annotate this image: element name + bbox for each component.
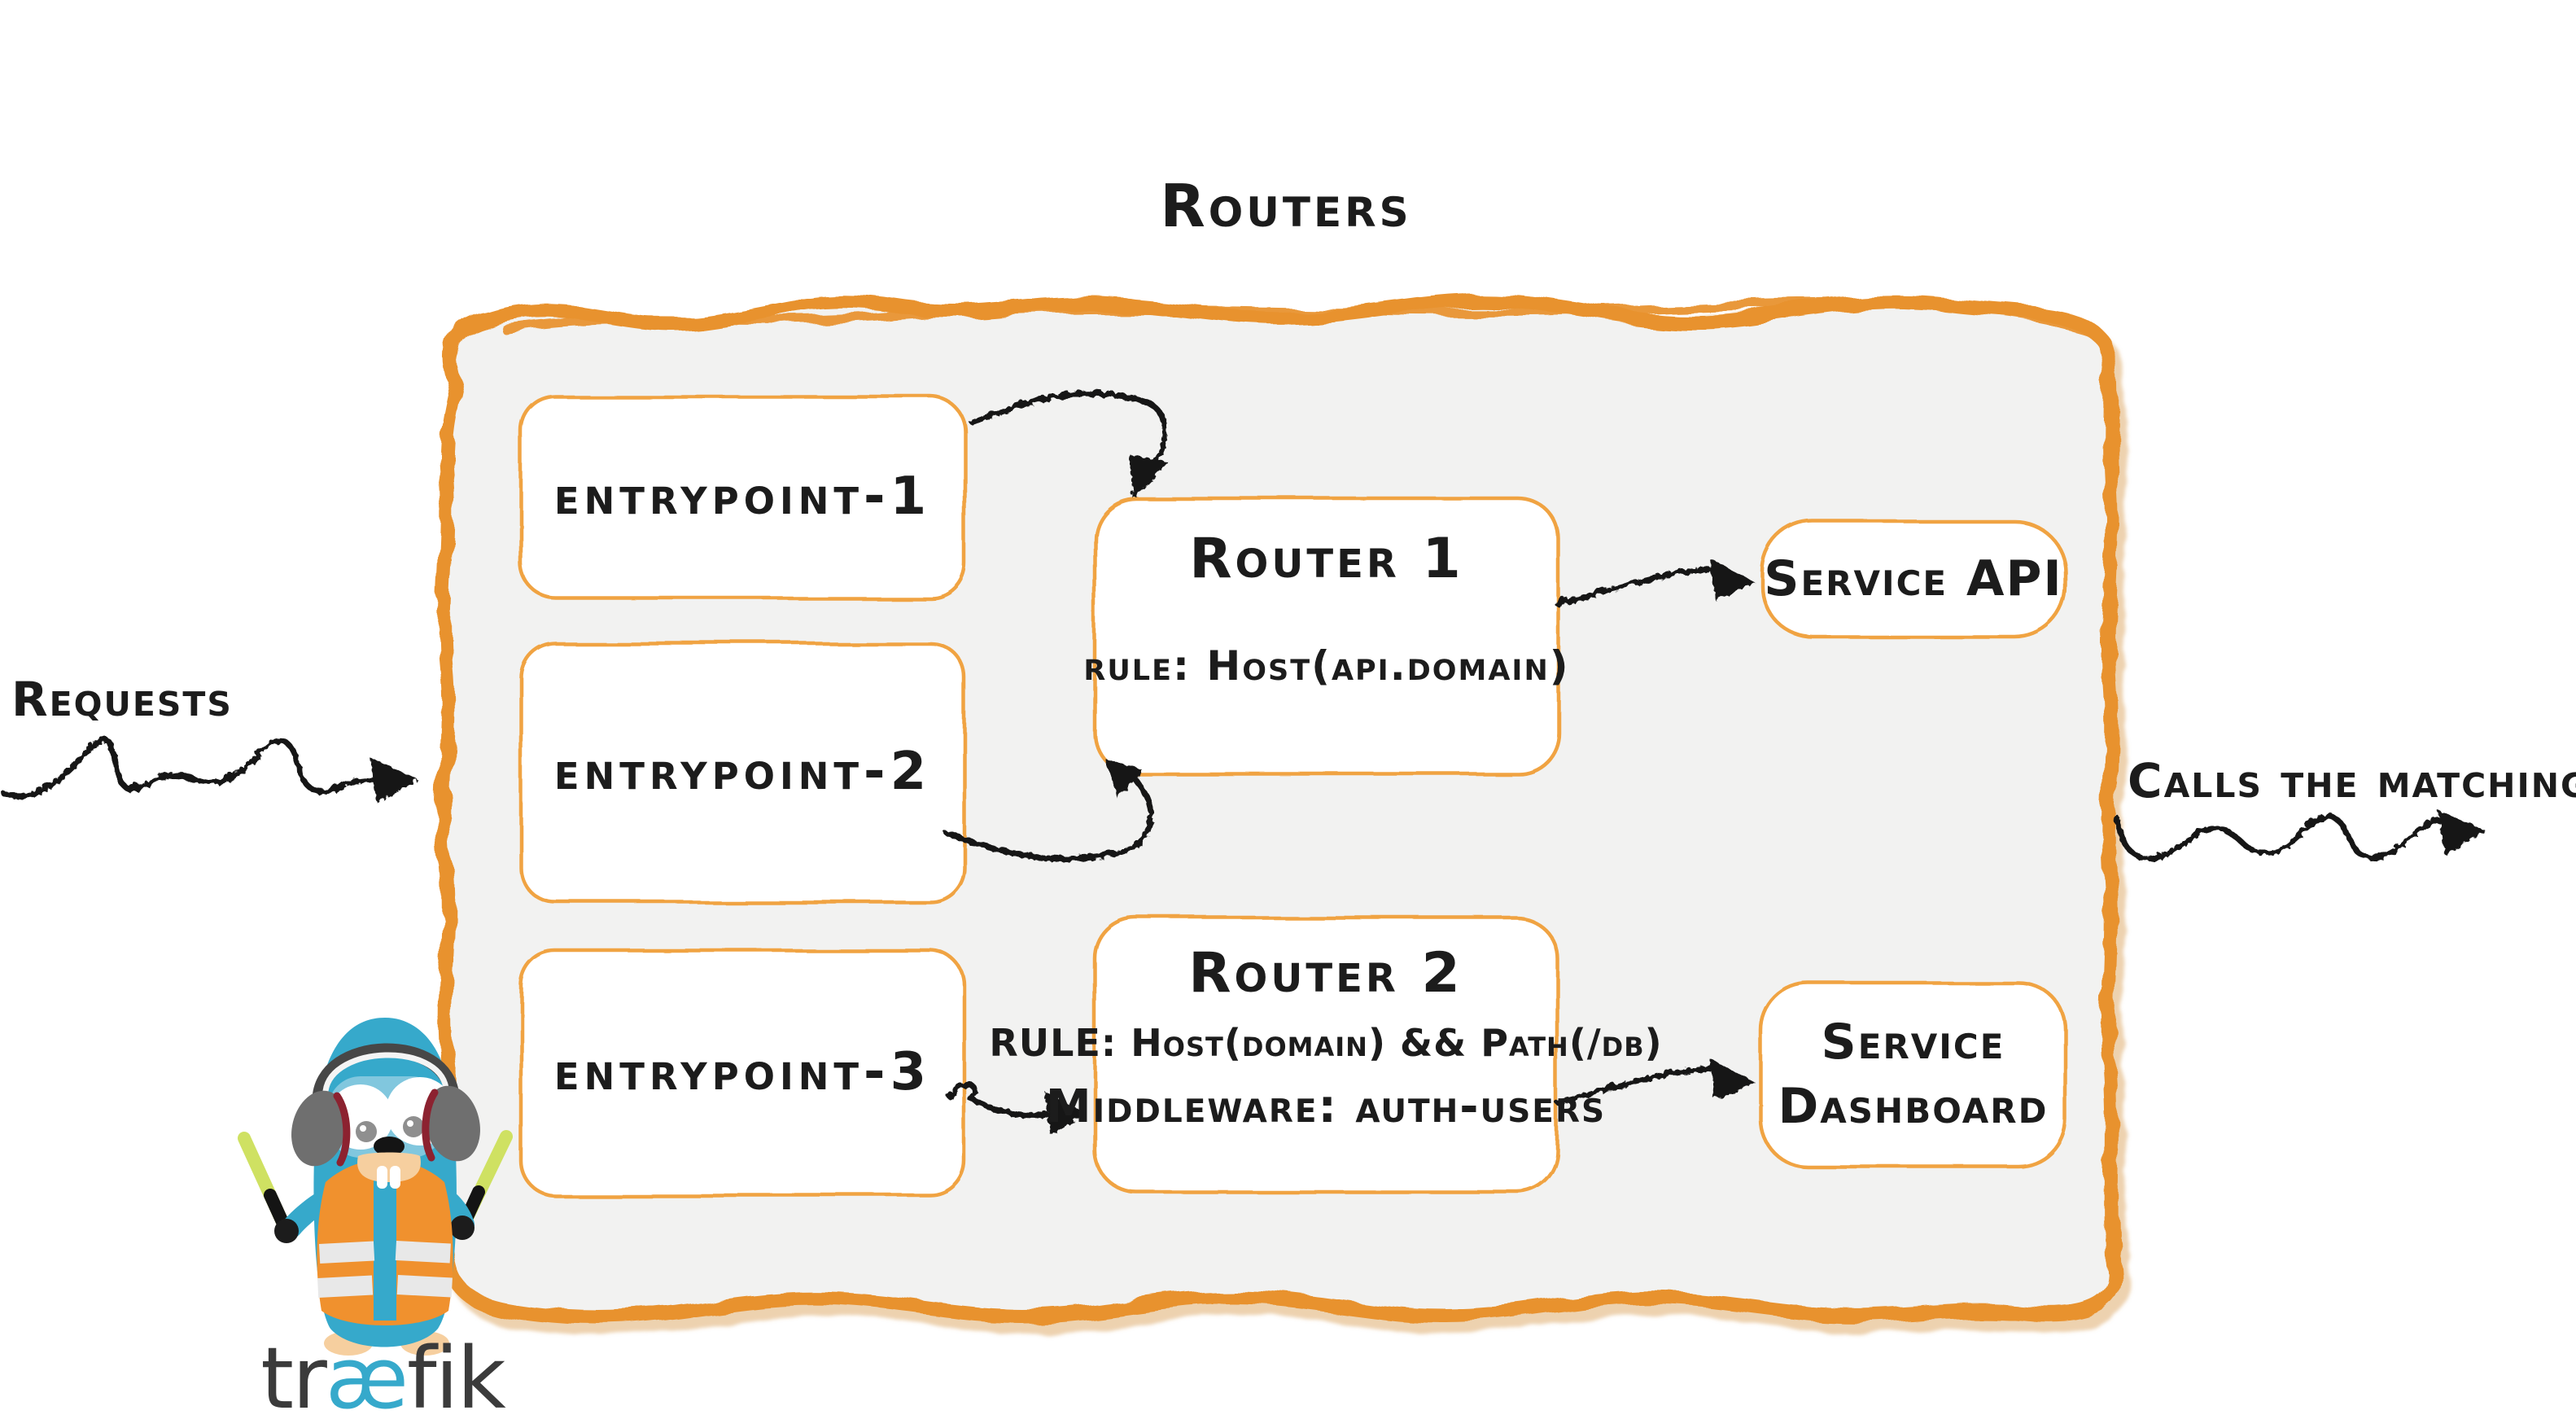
service-dashboard: Service Dashboard (1760, 983, 2066, 1167)
gopher-headphone-band (312, 1043, 460, 1108)
gopher-earcup-left (291, 1090, 347, 1167)
arrowhead-serviceapi (1708, 557, 1753, 599)
entrypoint-1-label: entrypoint-1 (553, 466, 932, 527)
arrowhead-calls (2437, 809, 2484, 853)
arrow-router1-to-serviceapi (1553, 564, 1717, 606)
entrypoint-2-label: entrypoint-2 (553, 742, 932, 803)
entrypoint-3-box (518, 948, 967, 1198)
gopher-pupil-right (403, 1116, 424, 1137)
gopher-tooth-right (390, 1166, 400, 1189)
gopher-earcup-right (425, 1085, 480, 1162)
arrow-entrypoint1-to-router1 (967, 389, 1166, 478)
traefik-gopher-logo (238, 1018, 513, 1356)
page-title: Routers (1160, 172, 1412, 240)
gopher-earcup-left-trim (333, 1092, 351, 1167)
service-dashboard-label-line2: Dashboard (1778, 1078, 2049, 1135)
gopher-muzzle (357, 1152, 421, 1182)
gopher-hand-right (450, 1216, 475, 1240)
gopher-hand-left (274, 1219, 299, 1243)
arrowhead-dashboard (1708, 1057, 1753, 1099)
router-1: Router 1 rule: Host(api.domain) (1083, 498, 1568, 773)
router-2-middleware: Middleware: auth-users (1045, 1080, 1607, 1134)
node-boxes (518, 394, 2068, 1198)
gopher-vest-opening (374, 1169, 396, 1321)
arrow-router2-to-dashboard (1553, 1063, 1719, 1104)
entrypoint-2-box (518, 641, 967, 905)
routers-container-outline-overstroke (501, 300, 2096, 336)
entrypoint-3-label: entrypoint-3 (553, 1042, 932, 1103)
calls-matching-server-label: Calls the matching server (2128, 753, 2576, 808)
arrow-entrypoint3-to-router2 (945, 1080, 1052, 1117)
router-2-title: Router 2 (1188, 941, 1463, 1005)
gopher-tooth-left (377, 1166, 387, 1189)
wordmark-part1: tr (260, 1329, 327, 1428)
gopher-nose (374, 1137, 405, 1156)
gopher-pupil-left (356, 1121, 377, 1142)
service-dashboard-label-line1: Service (1821, 1014, 2005, 1071)
router-1-title: Router 1 (1189, 527, 1464, 591)
entrypoint-3: entrypoint-3 (521, 951, 964, 1195)
service-api-label: Service API (1764, 550, 2063, 607)
arrow-calls-out (2111, 813, 2451, 860)
arrow-entrypoint2-to-router1 (942, 764, 1152, 861)
service-dashboard-box (1758, 980, 2068, 1169)
entrypoint-1: entrypoint-1 (521, 396, 964, 598)
traefik-wordmark: træfik (244, 1329, 521, 1428)
gopher-vest-stripes (317, 1241, 453, 1298)
arrow-requests-in (0, 734, 392, 797)
wordmark-part3: fik (406, 1329, 506, 1428)
router-1-box (1092, 496, 1561, 776)
gopher-earcup-right-trim (422, 1089, 439, 1162)
arrowhead-router1-bottom (1104, 757, 1141, 798)
arrowhead-requests (368, 756, 417, 801)
entrypoint-1-box (518, 394, 967, 600)
arrowheads (368, 453, 2484, 1133)
entrypoint-2: entrypoint-2 (521, 643, 964, 902)
requests-label: Requests (11, 672, 233, 727)
arrowhead-router2 (1043, 1089, 1084, 1133)
router-2: Router 2 RULE: Host(domain) && Path(/db)… (989, 918, 1661, 1191)
arrowhead-router1-top (1128, 453, 1167, 497)
service-api-box (1760, 519, 2067, 639)
wordmark-part2: æ (325, 1329, 409, 1428)
router-1-rule: rule: Host(api.domain) (1083, 642, 1570, 690)
router-2-rule: RULE: Host(domain) && Path(/db) (989, 1021, 1663, 1066)
service-api: Service API (1762, 521, 2065, 637)
router-2-box (1092, 915, 1559, 1194)
flow-arrows (0, 389, 2451, 1117)
